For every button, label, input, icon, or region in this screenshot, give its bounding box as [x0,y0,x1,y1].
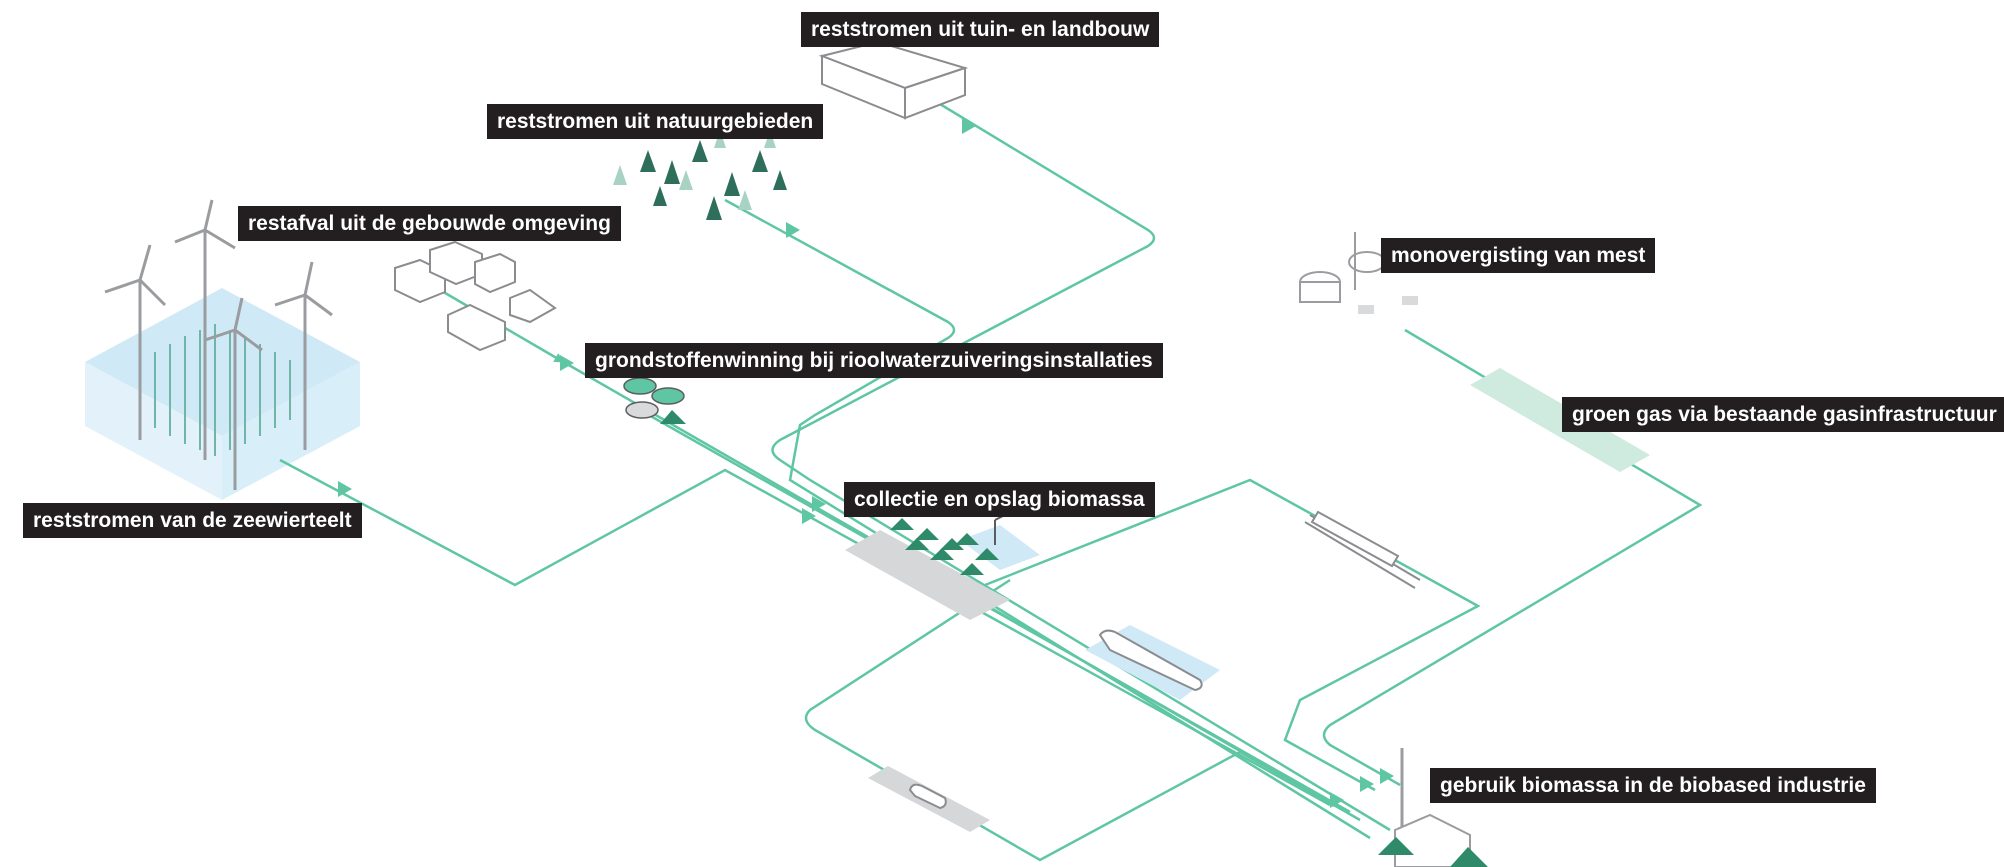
greenhouse-icon [818,40,969,120]
factory-icon [1378,748,1488,867]
label-monovergisting: monovergisting van mest [1381,238,1656,273]
label-biobased-industrie: gebruik biomassa in de biobased industri… [1430,768,1876,803]
digester-icon [1299,232,1386,303]
train-icon [1304,510,1421,589]
treatment-plant-icon [623,377,686,424]
label-zeewierteelt: reststromen van de zeewierteelt [23,503,362,538]
forest-icon [613,130,787,220]
label-tuin-landbouw: reststromen uit tuin- en landbouw [801,12,1160,47]
collection-storage-icon [845,514,1040,620]
label-gebouwde-omgeving: restafval uit de gebouwde omgeving [238,206,621,241]
flow-arrowheads [338,118,1394,808]
label-natuurgebieden: reststromen uit natuurgebieden [487,104,824,139]
gas-pipeline-icon [1470,368,1650,472]
seaweed-farm-icon [85,288,360,500]
ship-icon [1085,625,1220,700]
buildings-icon [394,240,557,352]
wind-turbine-icon [104,199,333,490]
cow-icon [1358,296,1418,314]
label-rioolwater: grondstoffenwinning bij rioolwaterzuiver… [585,343,1163,378]
truck-icon [868,766,990,832]
label-groen-gas: groen gas via bestaande gasinfrastructuu… [1562,397,2004,432]
label-collectie-opslag: collectie en opslag biomassa [844,482,1155,517]
